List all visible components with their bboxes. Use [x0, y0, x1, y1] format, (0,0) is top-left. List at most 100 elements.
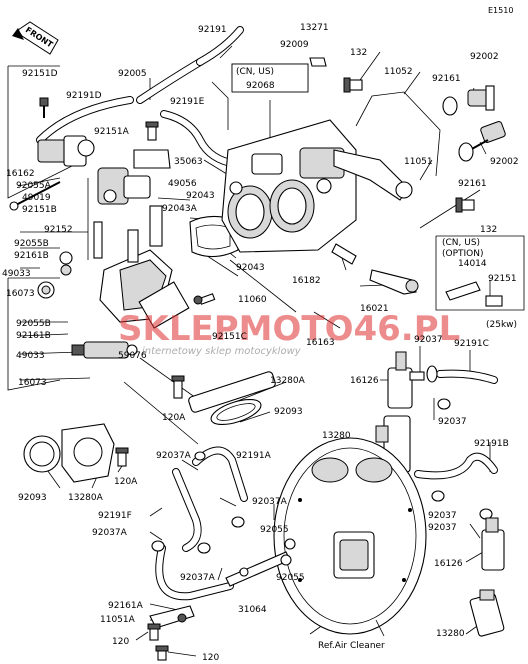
label-11051: 11051: [404, 157, 433, 167]
label-92191D: 92191D: [66, 91, 102, 101]
label-132-mid: 132: [480, 225, 497, 235]
label-120-b: 120: [202, 653, 219, 663]
washer-92161-r2: [458, 142, 474, 162]
hose-92191-top: [196, 26, 244, 66]
label-120A-a: 120A: [162, 413, 186, 423]
clamps-92037A: [151, 451, 245, 554]
label-92043A: 92043A: [162, 204, 198, 214]
label-92009: 92009: [280, 40, 309, 50]
label-92055B-b: 92055B: [16, 319, 51, 329]
label-16162: 16162: [6, 169, 35, 179]
label-92055A: 92055A: [16, 181, 52, 191]
label-92191A: 92191A: [236, 451, 272, 461]
label-92043-b: 92043: [236, 263, 265, 273]
label-132-top: 132: [350, 48, 367, 58]
option-box-14014: [445, 281, 503, 307]
label-92037A-a: 92037A: [156, 451, 192, 461]
front-arrow-icon: FRONT: [12, 21, 59, 55]
watermark-brand: SKLEPMOTO46.PL: [118, 309, 460, 349]
label-92151D: 92151D: [22, 69, 58, 79]
label-16073-b: 16073: [18, 378, 47, 388]
label-13280: 13280: [322, 431, 351, 441]
oring-92093-a: [210, 398, 262, 426]
hose-92191F: [172, 468, 202, 552]
bolt-92151A: [145, 121, 159, 141]
hose-loop-left: [155, 544, 234, 601]
label-49019: 49019: [22, 193, 51, 203]
flange-13280A-b: [61, 423, 115, 483]
label-92037-r: 92037: [438, 417, 467, 427]
bolt-132-mid: [455, 197, 475, 213]
label-92055B-a: 92055B: [14, 239, 49, 249]
screw-92151C: [193, 293, 216, 305]
label-49033-a: 49033: [2, 269, 31, 279]
label-16073-a: 16073: [6, 289, 35, 299]
label-92055-a: 92055: [260, 525, 289, 535]
screw-92151B: [9, 181, 61, 211]
label-92093-b: 92093: [18, 493, 47, 503]
orings-92055B-92161B: [37, 251, 73, 299]
label-92037A-d: 92037A: [180, 573, 216, 583]
label-49033-b: 49033: [16, 351, 45, 361]
label-25kw: (25kw): [486, 320, 517, 330]
label-92151C: 92151C: [212, 332, 247, 342]
hose-92191D: [36, 96, 134, 144]
label-92191F: 92191F: [98, 511, 132, 521]
label-59076: 59076: [118, 351, 147, 361]
label-92093-a: 92093: [274, 407, 303, 417]
hose-92005: [136, 58, 204, 104]
label-92161A: 92161A: [108, 601, 144, 611]
label-option: (OPTION): [442, 249, 484, 259]
label-120-a: 120: [112, 637, 129, 647]
injector-49033: [71, 341, 138, 359]
clip-92009: [309, 57, 327, 67]
bolt-132-top: [343, 77, 363, 93]
washer-92161-r1: [442, 96, 458, 116]
label-13280A-b: 13280A: [68, 493, 104, 503]
clamps-92037: [426, 365, 493, 520]
valve-13280-bottom: [469, 589, 505, 637]
label-16182: 16182: [292, 276, 321, 286]
watermark-tagline: internetowy sklep motocyklowy: [142, 346, 302, 357]
label-11060: 11060: [238, 295, 267, 305]
label-92191E: 92191E: [170, 97, 205, 107]
label-92002-mid: 92002: [490, 157, 519, 167]
valve-16126-bottom: [481, 517, 505, 571]
sensor-16021: [369, 269, 419, 295]
label-16126-a: 16126: [350, 376, 379, 386]
part-labels: 92191 13271 92009 132 11052 92002 92161 …: [2, 23, 519, 663]
bolts-120: [147, 623, 169, 661]
label-120A-b: 120A: [114, 477, 138, 487]
label-92037A-c: 92037A: [92, 528, 128, 538]
label-31064: 31064: [238, 605, 267, 615]
label-92043-a: 92043: [186, 191, 215, 201]
hose-92191C: [436, 369, 498, 384]
bolt-120A-b: [115, 447, 129, 467]
label-92151A: 92151A: [94, 127, 130, 137]
pipe-92152: [93, 221, 103, 259]
page-code: E1510: [488, 6, 513, 15]
label-11052: 11052: [384, 67, 413, 77]
hose-92191E: [160, 110, 240, 168]
throttle-body: [221, 119, 357, 253]
label-49056: 49056: [168, 179, 197, 189]
label-13271: 13271: [300, 23, 329, 33]
label-92191B: 92191B: [474, 439, 509, 449]
label-92005: 92005: [118, 69, 147, 79]
label-92037-b1: 92037: [428, 511, 457, 521]
orings-92055: [280, 538, 296, 566]
label-92037A-b: 92037A: [252, 497, 288, 507]
label-11051A: 11051A: [100, 615, 136, 625]
collar-92002-top: [467, 85, 495, 111]
hose-92191B: [414, 452, 498, 480]
valve-16126-top: [387, 351, 425, 409]
label-92161B-a: 92161B: [14, 251, 49, 261]
air-cleaner-plate: [273, 437, 427, 637]
valve-49019: [97, 167, 151, 205]
bolt-120A-a: [171, 375, 185, 399]
label-ref-air-cleaner: Ref.Air Cleaner: [318, 641, 385, 651]
label-cnus-opt: (CN, US): [442, 238, 480, 248]
label-92055-b: 92055: [276, 573, 305, 583]
label-16126-b: 16126: [434, 559, 463, 569]
screw-16182: [331, 243, 357, 265]
